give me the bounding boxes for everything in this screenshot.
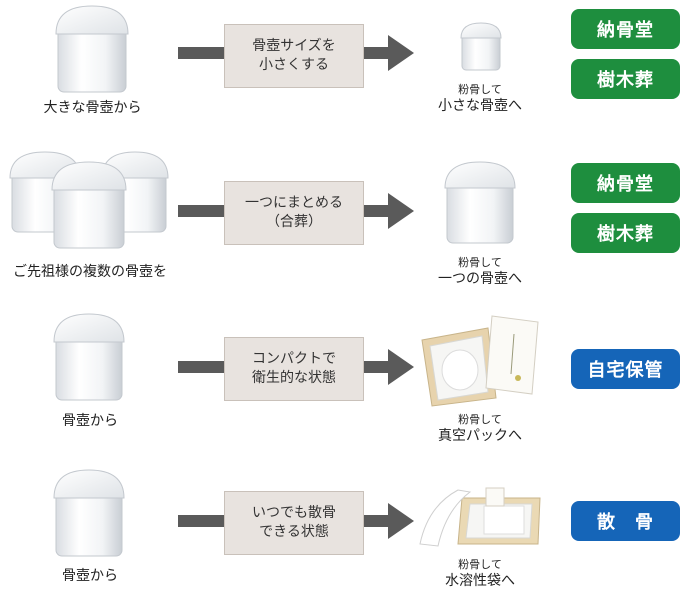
badge-nokotsudo: 納骨堂	[571, 9, 680, 49]
source-label: ご先祖様の複数の骨壺を	[13, 264, 167, 280]
result-small-text: 粉骨して	[458, 558, 502, 571]
result-big-text: 水溶性袋へ	[445, 573, 515, 589]
process-text-line1: コンパクトで	[252, 351, 336, 367]
result-small-text: 粉骨して	[458, 83, 502, 96]
source-label: 大きな骨壺から	[43, 100, 142, 116]
result-big-text: 小さな骨壺へ	[438, 98, 522, 114]
process-text-line1: 骨壺サイズを	[252, 38, 336, 54]
urn-icon	[53, 469, 125, 557]
arrowhead-icon	[364, 503, 414, 539]
large-urn-icon	[55, 5, 129, 93]
process-text-line2: 小さくする	[259, 57, 329, 73]
result-big-text: 真空パックへ	[438, 428, 522, 444]
source-label: 骨壺から	[62, 413, 118, 429]
arrowhead-icon	[364, 193, 414, 229]
process-text-line1: いつでも散骨	[252, 505, 336, 521]
water-soluble-bag-box-icon	[419, 487, 541, 547]
small-urn-icon	[460, 22, 502, 71]
result-label: 粉骨して 小さな骨壺へ	[420, 82, 540, 115]
process-box: 骨壺サイズを 小さくする	[224, 24, 364, 88]
vacuum-pack-box-icon	[421, 315, 539, 407]
single-urn-icon	[444, 161, 516, 244]
process-text-line2: できる状態	[259, 524, 329, 540]
process-box: いつでも散骨 できる状態	[224, 491, 364, 555]
process-text-line2: （合葬）	[266, 214, 322, 230]
result-small-text: 粉骨して	[458, 256, 502, 269]
arrow-icon	[178, 47, 224, 59]
arrowhead-icon	[364, 349, 414, 385]
row-3: 骨壺から コンパクトで 衛生的な状態 粉骨して 真空パックへ 自宅保管	[53, 313, 680, 445]
badge-jumokuso: 樹木葬	[571, 59, 680, 99]
badge-home-storage: 自宅保管	[571, 349, 680, 389]
source-label: 骨壺から	[62, 568, 118, 584]
arrow-icon	[178, 205, 224, 217]
multiple-urns-icon	[9, 151, 169, 249]
process-box: 一つにまとめる （合葬）	[224, 181, 364, 245]
arrow-icon	[178, 361, 224, 373]
badge-nokotsudo: 納骨堂	[571, 163, 680, 203]
result-label: 粉骨して 水溶性袋へ	[420, 557, 540, 590]
result-label: 粉骨して 一つの骨壺へ	[420, 255, 540, 288]
row-2: ご先祖様の複数の骨壺を 一つにまとめる （合葬） 粉骨して 一つの骨壺へ 納骨堂…	[9, 151, 680, 288]
process-text-line1: 一つにまとめる	[245, 195, 343, 211]
arrow-icon	[178, 515, 224, 527]
process-text-line2: 衛生的な状態	[252, 370, 336, 386]
badge-sankotsu: 散 骨	[571, 501, 680, 541]
badge-jumokuso: 樹木葬	[571, 213, 680, 253]
process-box: コンパクトで 衛生的な状態	[224, 337, 364, 401]
row-1: 大きな骨壺から 骨壺サイズを 小さくする 粉骨して 小さな骨壺へ 納骨堂 樹木葬	[0, 0, 681, 130]
result-label: 粉骨して 真空パックへ	[420, 412, 540, 445]
urn-icon	[53, 313, 125, 401]
result-big-text: 一つの骨壺へ	[438, 271, 522, 287]
result-small-text: 粉骨して	[458, 413, 502, 426]
arrowhead-icon	[364, 35, 414, 71]
